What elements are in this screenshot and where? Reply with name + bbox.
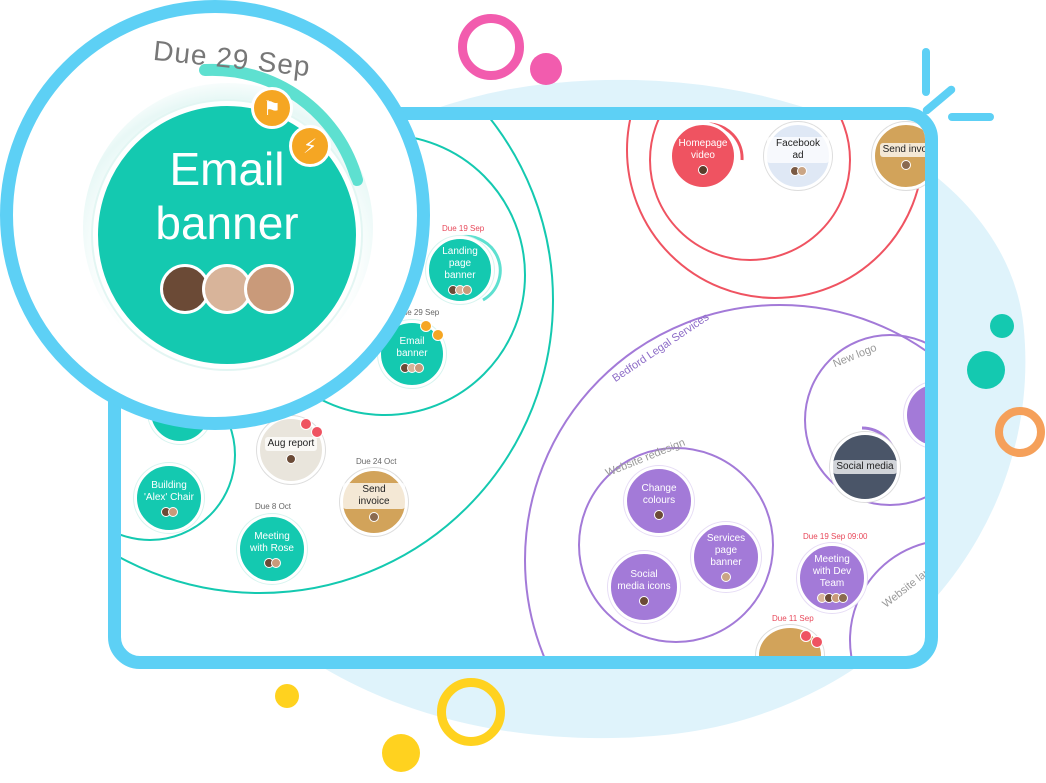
- yellow-dot-decoration: [382, 734, 420, 772]
- avatar: [244, 264, 294, 314]
- task-meeting-rose[interactable]: Meeting with Rose: [237, 514, 307, 584]
- due-date: Due 19 Sep: [442, 224, 485, 233]
- purple-project-ring: [849, 542, 925, 656]
- task-label: Aug report: [264, 436, 318, 451]
- task-services-banner[interactable]: Services page banner: [691, 522, 761, 592]
- flag-icon: [420, 320, 432, 332]
- assignee-avatars: [160, 264, 294, 314]
- yellow-dot-decoration: [275, 684, 299, 708]
- flag-icon: ⚑: [251, 87, 293, 129]
- avatar: [270, 557, 281, 568]
- task-social-icons[interactable]: Social media icons: [608, 551, 680, 623]
- task-homepage-video[interactable]: Homepage video: [669, 122, 737, 190]
- task-send-invoice[interactable]: Send invoice: [340, 468, 408, 536]
- due-date: Due 24 Oct: [356, 457, 397, 466]
- avatar: [796, 165, 807, 176]
- avatar: [462, 284, 472, 295]
- task-label: Email banner: [396, 335, 428, 359]
- due-date: Due 29 Sep: [397, 308, 440, 317]
- task-label: Social media icons: [617, 568, 671, 592]
- task-label: Homepage video: [678, 137, 728, 161]
- task-label: Landing page banner: [442, 245, 478, 281]
- task-meeting-dev[interactable]: Meeting with Dev Team: [797, 543, 867, 613]
- task-label: Social media: [833, 460, 897, 474]
- teal-dot-decoration: [967, 351, 1005, 389]
- yellow-ring-decoration: [437, 678, 505, 746]
- red-project-ring: [649, 120, 851, 261]
- task-change-colours[interactable]: Change colours: [624, 466, 694, 536]
- flag-icon: [300, 418, 312, 430]
- blue-dash-decoration: [948, 113, 994, 121]
- task-label: Change colours: [641, 482, 677, 506]
- avatar: [639, 595, 649, 606]
- task-social-media[interactable]: Social media: [830, 432, 900, 502]
- avatar: [901, 159, 911, 170]
- task-facebook-ad[interactable]: Facebook ad: [764, 122, 832, 190]
- task-label: Send invoice: [343, 482, 405, 509]
- task-label: Facebook ad: [767, 136, 829, 163]
- lightning-icon: [311, 426, 323, 438]
- avatar: [414, 362, 424, 373]
- due-date: Due 19 Sep 09:00: [803, 532, 868, 541]
- avatar: [654, 509, 664, 520]
- task-label: Meeting with Dev Team: [812, 553, 852, 589]
- lightning-icon: [432, 329, 444, 341]
- progress-arc: [459, 234, 502, 302]
- avatar: [698, 164, 708, 175]
- task-label: Send invoi: [879, 142, 925, 157]
- blue-dash-decoration: [922, 48, 930, 96]
- pink-ring-decoration: [458, 14, 524, 80]
- task-title-large: Email banner: [155, 143, 299, 249]
- task-label: Meeting with Rose: [250, 530, 294, 554]
- task-landing-page-banner[interactable]: Landing page banner: [426, 236, 494, 304]
- purple-project-ring: [804, 334, 925, 506]
- teal-dot-decoration: [990, 314, 1014, 338]
- flag-icon: [800, 630, 812, 642]
- task-aug-report[interactable]: Aug report: [257, 416, 325, 484]
- lightning-icon: [811, 636, 823, 648]
- teal-project-ring: [121, 120, 554, 594]
- purple-project-ring: [524, 304, 925, 656]
- avatar: [167, 506, 178, 517]
- due-date: Due 8 Oct: [255, 502, 292, 511]
- task-send-invoice-top[interactable]: Send invoi: [872, 122, 925, 190]
- task-label: Building 'Alex' Chair: [144, 479, 194, 503]
- orange-ring-decoration: [995, 407, 1045, 457]
- lightning-icon: ⚡: [289, 125, 331, 167]
- due-date: Due 11 Sep: [772, 614, 814, 623]
- app-window-frame: Bedford Legal Services Website redesign …: [108, 107, 938, 669]
- avatar: [721, 571, 731, 582]
- task-label: Services page banner: [706, 532, 746, 568]
- avatar: [369, 511, 379, 522]
- avatar: [837, 592, 848, 603]
- progress-arc-large: [199, 63, 363, 186]
- avatar: [286, 453, 296, 464]
- task-building-chair[interactable]: Building 'Alex' Chair: [134, 463, 204, 533]
- pink-dot-decoration: [530, 53, 562, 85]
- magnifier-zoom: Due 29 Sep Email banner ⚑ ⚡: [0, 0, 430, 430]
- bubble-canvas[interactable]: Bedford Legal Services Website redesign …: [121, 120, 926, 656]
- task-label: E: [925, 409, 926, 421]
- purple-project-ring: [578, 447, 774, 643]
